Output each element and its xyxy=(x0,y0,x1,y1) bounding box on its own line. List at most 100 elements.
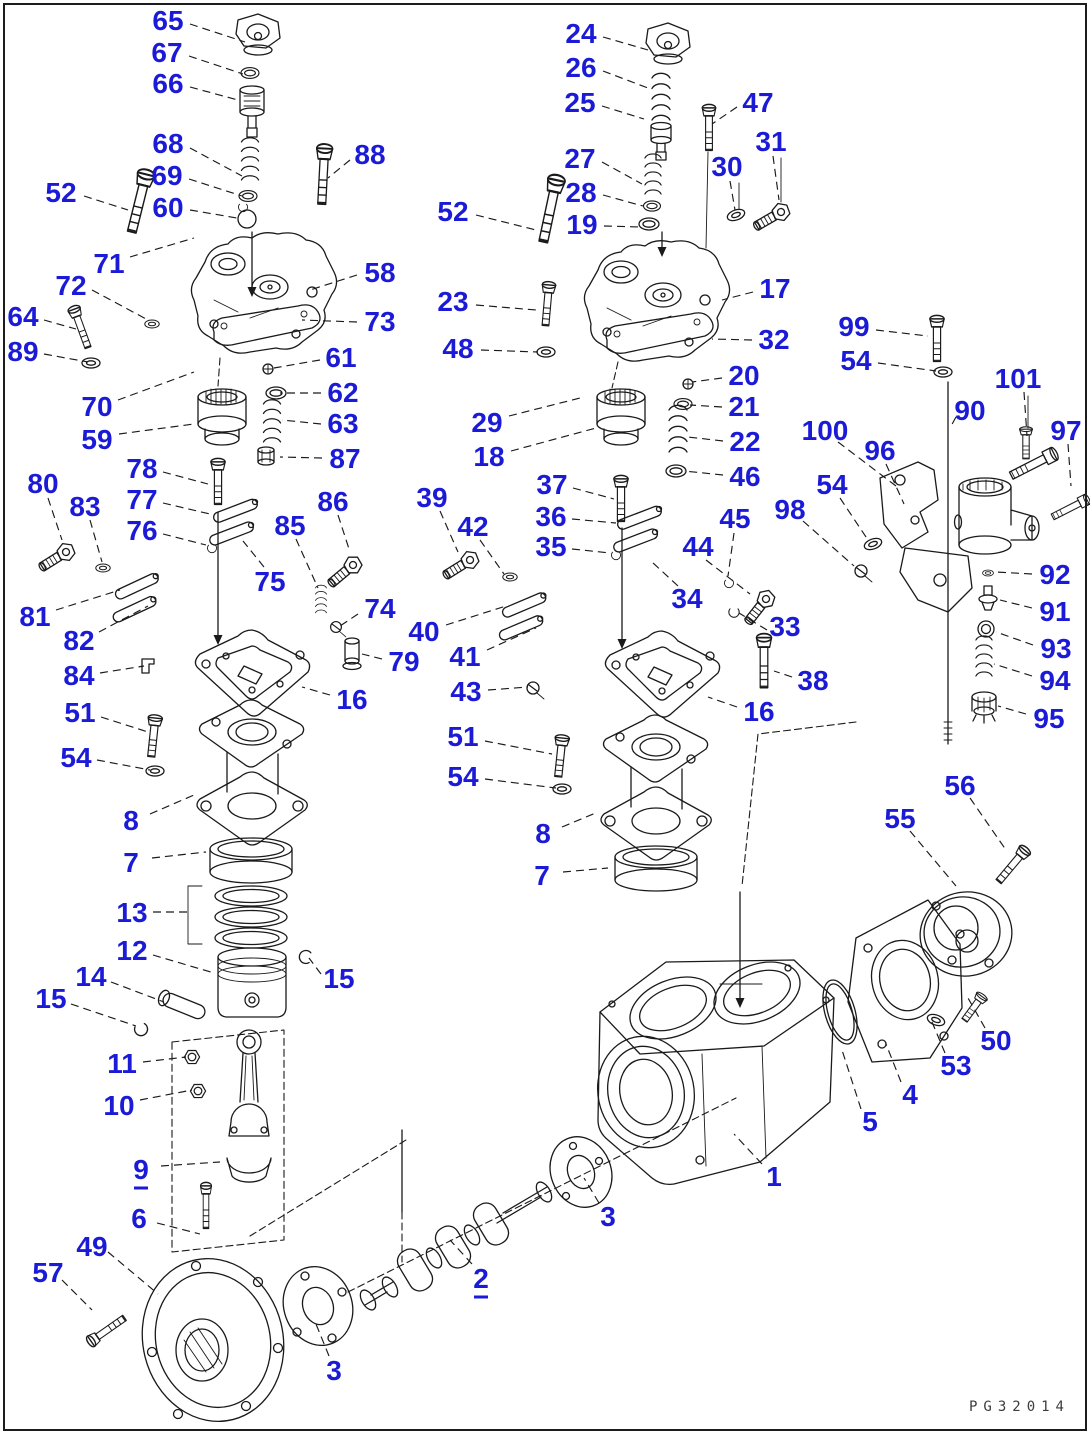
part-label-54[interactable]: 54 xyxy=(816,469,869,541)
part-number-39[interactable]: 39 xyxy=(416,482,447,513)
part-number-58[interactable]: 58 xyxy=(364,257,395,288)
part-label-71[interactable]: 71 xyxy=(93,237,195,279)
part-label-86[interactable]: 86 xyxy=(317,486,351,553)
part-label-61[interactable]: 61 xyxy=(273,342,357,373)
part-number-3[interactable]: 3 xyxy=(600,1201,616,1232)
part-number-3[interactable]: 3 xyxy=(326,1355,342,1386)
part-label-47[interactable]: 47 xyxy=(711,87,774,125)
part-label-52[interactable]: 52 xyxy=(45,177,129,211)
part-label-8[interactable]: 8 xyxy=(535,811,599,849)
part-label-15[interactable]: 15 xyxy=(35,983,137,1027)
part-label-100[interactable]: 100 xyxy=(802,415,897,487)
part-number-89[interactable]: 89 xyxy=(7,336,38,367)
part-number-96[interactable]: 96 xyxy=(864,435,895,466)
part-label-50[interactable]: 50 xyxy=(967,997,1012,1056)
part-label-58[interactable]: 58 xyxy=(309,257,396,291)
part-label-93[interactable]: 93 xyxy=(995,631,1072,664)
part-number-78[interactable]: 78 xyxy=(126,453,157,484)
part-label-5[interactable]: 5 xyxy=(841,1049,878,1137)
part-number-4[interactable]: 4 xyxy=(902,1079,918,1110)
part-number-81[interactable]: 81 xyxy=(19,601,50,632)
part-number-88[interactable]: 88 xyxy=(354,139,385,170)
part-label-89[interactable]: 89 xyxy=(7,336,89,367)
part-number-45[interactable]: 45 xyxy=(719,503,750,534)
part-number-8[interactable]: 8 xyxy=(535,818,551,849)
part-label-9[interactable]: 9 xyxy=(133,1154,221,1190)
part-label-82[interactable]: 82 xyxy=(63,605,149,656)
part-number-19[interactable]: 19 xyxy=(566,209,597,240)
part-label-26[interactable]: 26 xyxy=(565,52,649,89)
part-label-68[interactable]: 68 xyxy=(152,128,243,177)
part-label-32[interactable]: 32 xyxy=(711,324,790,355)
part-label-78[interactable]: 78 xyxy=(126,453,209,485)
part-number-18[interactable]: 18 xyxy=(473,441,504,472)
part-label-15[interactable]: 15 xyxy=(308,957,355,994)
part-label-53[interactable]: 53 xyxy=(931,1021,972,1081)
part-label-67[interactable]: 67 xyxy=(151,37,244,75)
part-number-22[interactable]: 22 xyxy=(729,426,760,457)
part-label-3[interactable]: 3 xyxy=(315,1323,342,1386)
part-label-101[interactable]: 101 xyxy=(995,363,1042,437)
part-number-12[interactable]: 12 xyxy=(116,935,147,966)
part-number-11[interactable]: 11 xyxy=(107,1048,137,1079)
part-label-22[interactable]: 22 xyxy=(687,426,761,457)
part-label-54[interactable]: 54 xyxy=(60,742,151,773)
part-number-14[interactable]: 14 xyxy=(75,961,107,992)
part-number-38[interactable]: 38 xyxy=(797,665,828,696)
part-number-23[interactable]: 23 xyxy=(437,286,468,317)
part-number-54[interactable]: 54 xyxy=(816,469,848,500)
part-number-56[interactable]: 56 xyxy=(944,770,975,801)
part-number-82[interactable]: 82 xyxy=(63,625,94,656)
part-number-44[interactable]: 44 xyxy=(682,531,714,562)
part-label-60[interactable]: 60 xyxy=(152,192,238,223)
part-label-98[interactable]: 98 xyxy=(774,494,855,567)
part-label-75[interactable]: 75 xyxy=(242,540,286,597)
part-label-1[interactable]: 1 xyxy=(733,1133,782,1192)
part-number-26[interactable]: 26 xyxy=(565,52,596,83)
part-label-41[interactable]: 41 xyxy=(449,627,537,672)
part-label-21[interactable]: 21 xyxy=(689,391,760,422)
part-label-77[interactable]: 77 xyxy=(126,484,211,515)
part-number-57[interactable]: 57 xyxy=(32,1257,63,1288)
part-label-45[interactable]: 45 xyxy=(719,503,751,577)
part-number-27[interactable]: 27 xyxy=(564,143,595,174)
part-label-70[interactable]: 70 xyxy=(81,371,195,422)
part-label-97[interactable]: 97 xyxy=(1050,415,1082,487)
part-label-38[interactable]: 38 xyxy=(773,665,829,696)
part-label-30[interactable]: 30 xyxy=(711,151,743,211)
part-number-66[interactable]: 66 xyxy=(152,68,183,99)
part-label-3[interactable]: 3 xyxy=(583,1177,616,1232)
part-number-51[interactable]: 51 xyxy=(447,721,478,752)
part-label-24[interactable]: 24 xyxy=(565,18,649,51)
part-number-2[interactable]: 2 xyxy=(473,1263,489,1294)
part-number-51[interactable]: 51 xyxy=(64,697,95,728)
part-label-73[interactable]: 73 xyxy=(301,306,396,337)
part-label-57[interactable]: 57 xyxy=(32,1257,93,1311)
part-number-50[interactable]: 50 xyxy=(980,1025,1011,1056)
part-number-72[interactable]: 72 xyxy=(55,270,86,301)
part-number-32[interactable]: 32 xyxy=(758,324,789,355)
part-number-65[interactable]: 65 xyxy=(152,5,183,36)
part-number-71[interactable]: 71 xyxy=(93,248,124,279)
part-number-37[interactable]: 37 xyxy=(536,469,567,500)
part-number-52[interactable]: 52 xyxy=(437,196,468,227)
part-number-42[interactable]: 42 xyxy=(457,511,488,542)
part-label-84[interactable]: 84 xyxy=(63,660,145,691)
part-number-16[interactable]: 16 xyxy=(336,684,367,715)
part-label-81[interactable]: 81 xyxy=(19,589,121,632)
part-number-47[interactable]: 47 xyxy=(742,87,773,118)
part-number-85[interactable]: 85 xyxy=(274,510,305,541)
part-number-94[interactable]: 94 xyxy=(1039,665,1071,696)
part-number-20[interactable]: 20 xyxy=(728,360,759,391)
part-label-20[interactable]: 20 xyxy=(691,360,760,391)
part-label-87[interactable]: 87 xyxy=(279,443,361,474)
part-number-55[interactable]: 55 xyxy=(884,803,915,834)
part-number-77[interactable]: 77 xyxy=(126,484,157,515)
part-number-97[interactable]: 97 xyxy=(1050,415,1081,446)
part-label-17[interactable]: 17 xyxy=(721,273,791,304)
part-label-12[interactable]: 12 xyxy=(116,935,215,974)
part-number-101[interactable]: 101 xyxy=(995,363,1042,394)
part-number-93[interactable]: 93 xyxy=(1040,633,1071,664)
part-label-63[interactable]: 63 xyxy=(281,408,359,439)
part-number-54[interactable]: 54 xyxy=(447,761,479,792)
